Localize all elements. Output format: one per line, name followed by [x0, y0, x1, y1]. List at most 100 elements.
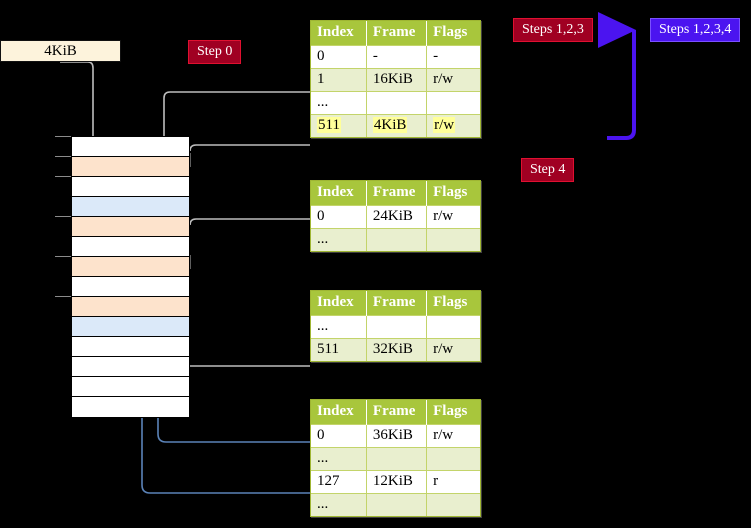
table-row: 0-- — [311, 45, 480, 69]
col-index: Index — [311, 291, 367, 316]
cell-frame: 16KiB — [366, 68, 428, 92]
cell-flags: r/w — [426, 338, 480, 361]
cell-frame — [366, 228, 428, 251]
memory-frame — [71, 176, 190, 198]
steps-1234-label: Steps 1,2,3,4 — [659, 22, 732, 37]
cell-flags: r/w — [426, 68, 480, 92]
frame-tick — [55, 156, 71, 157]
frame-tick — [55, 136, 71, 137]
step-0-label: Step 0 — [197, 44, 233, 59]
cell-index: 0 — [311, 424, 367, 448]
frame-tick — [55, 176, 71, 177]
col-index: Index — [311, 400, 367, 425]
table-row: ... — [311, 447, 480, 471]
memory-frame — [71, 136, 190, 158]
frame-tick — [55, 256, 71, 257]
cell-frame-highlight: 4KiB — [372, 117, 408, 133]
steps-1234-badge: Steps 1,2,3,4 — [650, 18, 741, 42]
step-4-badge: Step 4 — [521, 158, 575, 182]
cell-index: 0 — [311, 205, 367, 229]
table-header-row: Index Frame Flags — [311, 291, 480, 316]
table-row: 511 4KiB r/w — [311, 114, 480, 137]
frame-tick — [55, 216, 71, 217]
memory-frame — [71, 216, 190, 238]
memory-frame — [71, 376, 190, 398]
memory-frame — [71, 296, 190, 318]
cell-frame — [366, 91, 428, 115]
table-row: ... — [311, 315, 480, 339]
frame-tick — [55, 296, 71, 297]
cell-flags — [426, 447, 480, 471]
cell-index: 1 — [311, 68, 367, 92]
cell-index: ... — [311, 315, 367, 339]
cell-frame: 24KiB — [366, 205, 428, 229]
cell-index: 0 — [311, 45, 367, 69]
cell-frame: 4KiB — [366, 114, 428, 137]
connector-l3-24kib-line — [189, 218, 310, 226]
cell-index: ... — [311, 228, 367, 251]
cell-flags: r — [426, 470, 480, 494]
memory-frame — [71, 196, 190, 218]
cell-frame: 36KiB — [366, 424, 428, 448]
page-size-label: 4KiB — [44, 43, 77, 59]
cell-flags — [426, 493, 480, 516]
memory-frame — [71, 336, 190, 358]
steps-123-label: Steps 1,2,3 — [522, 22, 584, 37]
memory-frame — [71, 256, 190, 278]
col-frame: Frame — [366, 291, 428, 316]
col-index: Index — [311, 21, 367, 46]
cell-flags: - — [426, 45, 480, 69]
cell-frame: 12KiB — [366, 470, 428, 494]
memory-frame — [71, 316, 190, 338]
col-frame: Frame — [366, 181, 428, 206]
connector-step4-loop — [598, 12, 636, 140]
step-4-label: Step 4 — [530, 162, 566, 177]
cell-index: ... — [311, 91, 367, 115]
table-row: ... — [311, 91, 480, 115]
table-row: ... — [311, 228, 480, 251]
col-frame: Frame — [366, 400, 428, 425]
col-flags: Flags — [426, 21, 480, 46]
cell-index: 127 — [311, 470, 367, 494]
cell-flags: r/w — [426, 424, 480, 448]
memory-frame — [71, 236, 190, 258]
cell-flags — [426, 315, 480, 339]
cell-frame — [366, 447, 428, 471]
connector-l4-511-stub — [189, 144, 310, 152]
cell-index: ... — [311, 493, 367, 516]
step-0-badge: Step 0 — [188, 40, 242, 64]
col-index: Index — [311, 181, 367, 206]
cell-frame: 32KiB — [366, 338, 428, 361]
table-header-row: Index Frame Flags — [311, 181, 480, 206]
cell-flags: r/w — [426, 205, 480, 229]
memory-frame — [71, 396, 190, 418]
table-row: ... — [311, 493, 480, 516]
col-flags: Flags — [426, 291, 480, 316]
memory-frame — [71, 156, 190, 178]
steps-123-badge: Steps 1,2,3 — [513, 18, 593, 42]
connector-l2-32kib-up — [180, 315, 310, 367]
col-flags: Flags — [426, 181, 480, 206]
physical-memory-column — [55, 136, 190, 418]
memory-frame — [71, 356, 190, 378]
cell-flags: r/w — [426, 114, 480, 137]
cell-frame — [366, 493, 428, 516]
col-flags: Flags — [426, 400, 480, 425]
cell-index: 511 — [311, 114, 367, 137]
cell-index-highlight: 511 — [317, 117, 341, 133]
cell-index: 511 — [311, 338, 367, 361]
cell-flags — [426, 91, 480, 115]
cell-flags-highlight: r/w — [433, 117, 456, 133]
